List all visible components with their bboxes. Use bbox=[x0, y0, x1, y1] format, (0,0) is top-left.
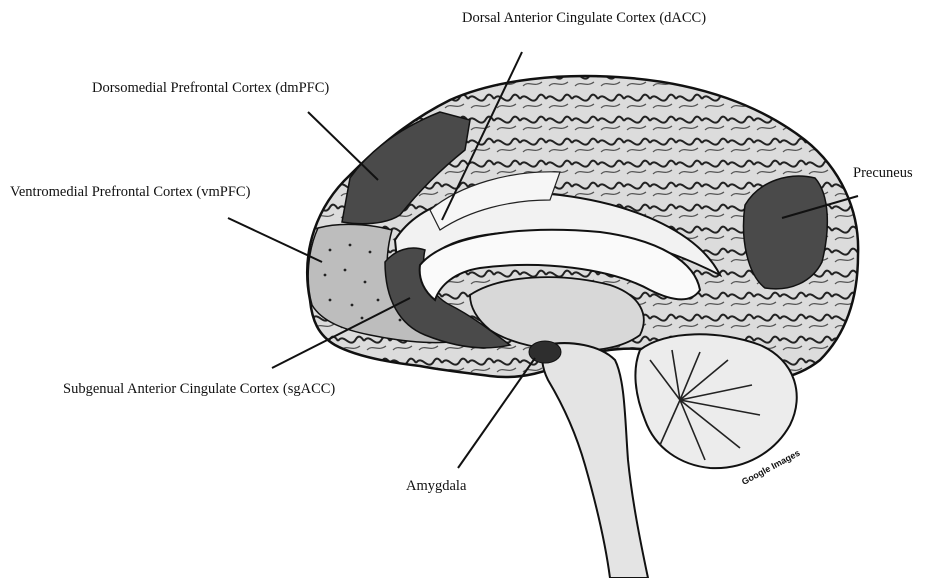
vmpfc-label: Ventromedial Prefrontal Cortex (vmPFC) bbox=[10, 184, 250, 201]
dmpfc-leader bbox=[308, 112, 378, 180]
dacc-label: Dorsal Anterior Cingulate Cortex (dACC) bbox=[462, 10, 706, 27]
precuneus-label: Precuneus bbox=[853, 165, 913, 182]
amygdala-label: Amygdala bbox=[406, 478, 466, 495]
vmpfc-leader bbox=[228, 218, 322, 262]
dmpfc-label: Dorsomedial Prefrontal Cortex (dmPFC) bbox=[92, 80, 329, 97]
sgacc-label: Subgenual Anterior Cingulate Cortex (sgA… bbox=[63, 381, 335, 398]
brainstem bbox=[542, 343, 648, 578]
precuneus-region bbox=[744, 176, 828, 289]
cerebellum bbox=[635, 334, 796, 468]
